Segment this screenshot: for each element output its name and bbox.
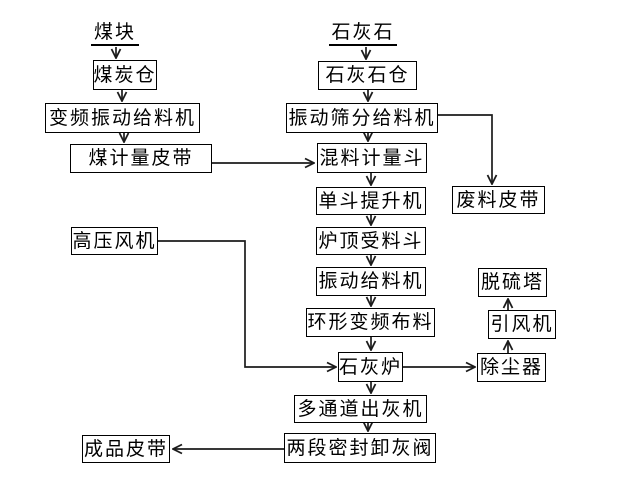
node-dust-collector: 除尘器 <box>477 353 546 382</box>
node-coal-bunker: 煤炭仓 <box>93 60 157 90</box>
node-product-belt: 成品皮带 <box>82 435 170 463</box>
node-waste-belt: 废料皮带 <box>452 186 545 214</box>
node-limestone-bunker: 石灰石仓 <box>318 61 417 90</box>
edge-vib_screen_feeder-to-waste_belt <box>438 114 492 184</box>
node-coal-source: 煤块 <box>91 22 139 46</box>
node-coal-weigh-belt: 煤计量皮带 <box>70 144 212 173</box>
node-induced-draft-fan: 引风机 <box>488 310 556 339</box>
node-ring-vf-distributor: 环形变频布料 <box>306 308 435 337</box>
node-coal-vf-feeder: 变频振动给料机 <box>45 103 200 133</box>
node-desulfurization-tower: 脱硫塔 <box>478 268 547 297</box>
node-multi-channel-ash-discharger: 多通道出灰机 <box>294 395 427 423</box>
node-kiln-top-hopper: 炉顶受料斗 <box>316 227 426 255</box>
node-two-stage-ash-valve: 两段密封卸灰阀 <box>284 433 436 463</box>
node-mix-weigh-hopper: 混料计量斗 <box>317 143 427 173</box>
edge-hp_fan-to-lime_kiln <box>158 240 336 367</box>
node-lime-kiln: 石灰炉 <box>338 352 403 382</box>
node-bucket-elevator: 单斗提升机 <box>316 187 426 215</box>
node-limestone-source: 石灰石 <box>329 22 397 46</box>
node-vib-screen-feeder: 振动筛分给料机 <box>286 103 438 133</box>
node-vib-feeder: 振动给料机 <box>316 267 426 296</box>
node-hp-fan: 高压风机 <box>71 227 158 255</box>
